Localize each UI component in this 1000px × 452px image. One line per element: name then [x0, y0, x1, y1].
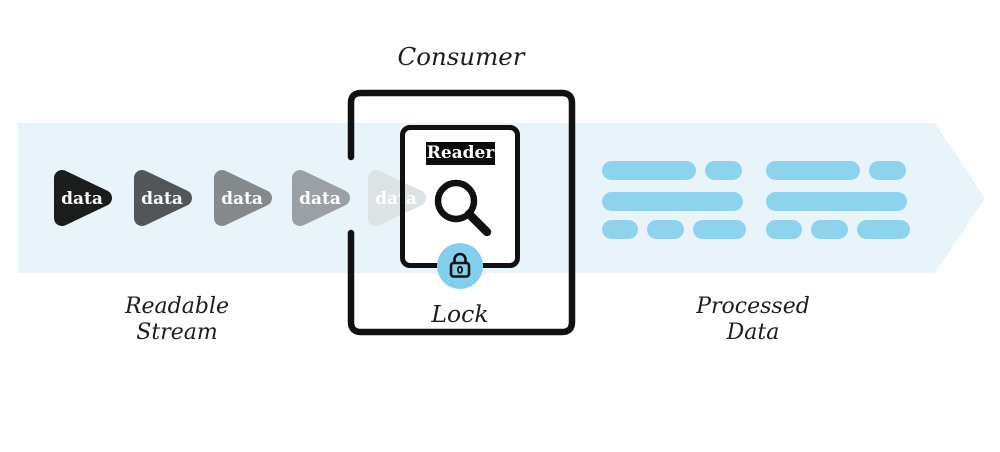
data-bar	[857, 220, 910, 239]
data-bar	[811, 220, 848, 239]
data-bar	[766, 161, 860, 180]
data-bar	[602, 220, 638, 239]
data-arrow-label: data	[61, 189, 103, 209]
data-bar	[693, 220, 746, 239]
processed-data-group	[602, 161, 746, 239]
data-arrow: data	[292, 170, 350, 226]
lock-caption: Lock	[431, 300, 489, 328]
data-arrow-label: data	[299, 189, 341, 209]
data-arrow: data	[368, 170, 426, 226]
data-bar	[766, 220, 802, 239]
processed-data-group	[766, 161, 910, 239]
data-bar	[869, 161, 906, 180]
data-arrow-label: data	[375, 189, 417, 209]
data-bar	[602, 161, 696, 180]
data-bar	[766, 192, 907, 211]
data-bar	[602, 192, 743, 211]
reader-label: Reader	[426, 142, 495, 165]
data-bar	[705, 161, 742, 180]
magnifier-icon	[434, 179, 492, 237]
readable-stream-caption: Readable Stream	[124, 294, 230, 345]
data-bar	[647, 220, 684, 239]
data-arrow: data	[134, 170, 192, 226]
consumer-box	[347, 89, 576, 336]
processed-data-caption: Processed Data	[696, 294, 810, 345]
data-arrow-label: data	[141, 189, 183, 209]
consumer-title: Consumer	[397, 42, 525, 71]
data-arrow-label: data	[221, 189, 263, 209]
data-arrow: data	[214, 170, 272, 226]
data-arrow: data	[54, 170, 112, 226]
lock-icon	[449, 252, 471, 278]
lock-badge	[437, 243, 483, 289]
